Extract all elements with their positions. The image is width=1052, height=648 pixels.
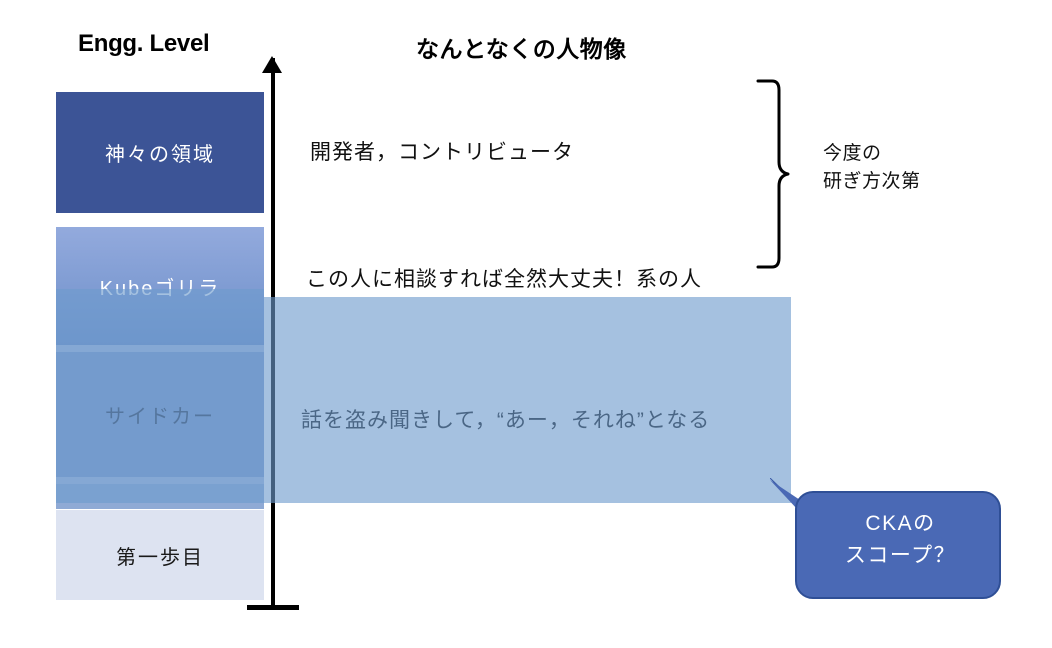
persona-column-title: なんとなくの人物像 <box>416 36 627 62</box>
level-bar-label-4: 第一歩目 <box>116 546 204 569</box>
brace-note: 今度の 研ぎ方次第 <box>823 140 921 195</box>
level-bar-0[interactable]: 神々の領域 <box>56 92 264 213</box>
scope-overlay-top <box>56 289 264 297</box>
callout-line1: CKAの <box>865 512 936 535</box>
cka-scope-callout[interactable] <box>770 478 1002 600</box>
level-bar-label-0: 神々の領域 <box>105 144 215 166</box>
level-bar-4[interactable]: 第一歩目 <box>56 510 264 600</box>
brace-note-line1: 今度の <box>823 143 882 164</box>
brace-note-line2: 研ぎ方次第 <box>823 170 921 192</box>
persona-text-1: この人に相談すれば全然大丈夫！系の人 <box>306 268 702 291</box>
scope-overlay-highlight <box>56 297 791 503</box>
page-title: Engg. Level <box>78 30 210 57</box>
persona-text-0: 開発者，コントリビュータ <box>310 141 574 164</box>
right-curly-brace-icon <box>756 78 790 270</box>
level-axis-base-tick <box>247 605 299 610</box>
callout-line2: スコープ？ <box>844 543 957 567</box>
cka-scope-callout-text: CKAの スコープ？ <box>818 508 983 571</box>
